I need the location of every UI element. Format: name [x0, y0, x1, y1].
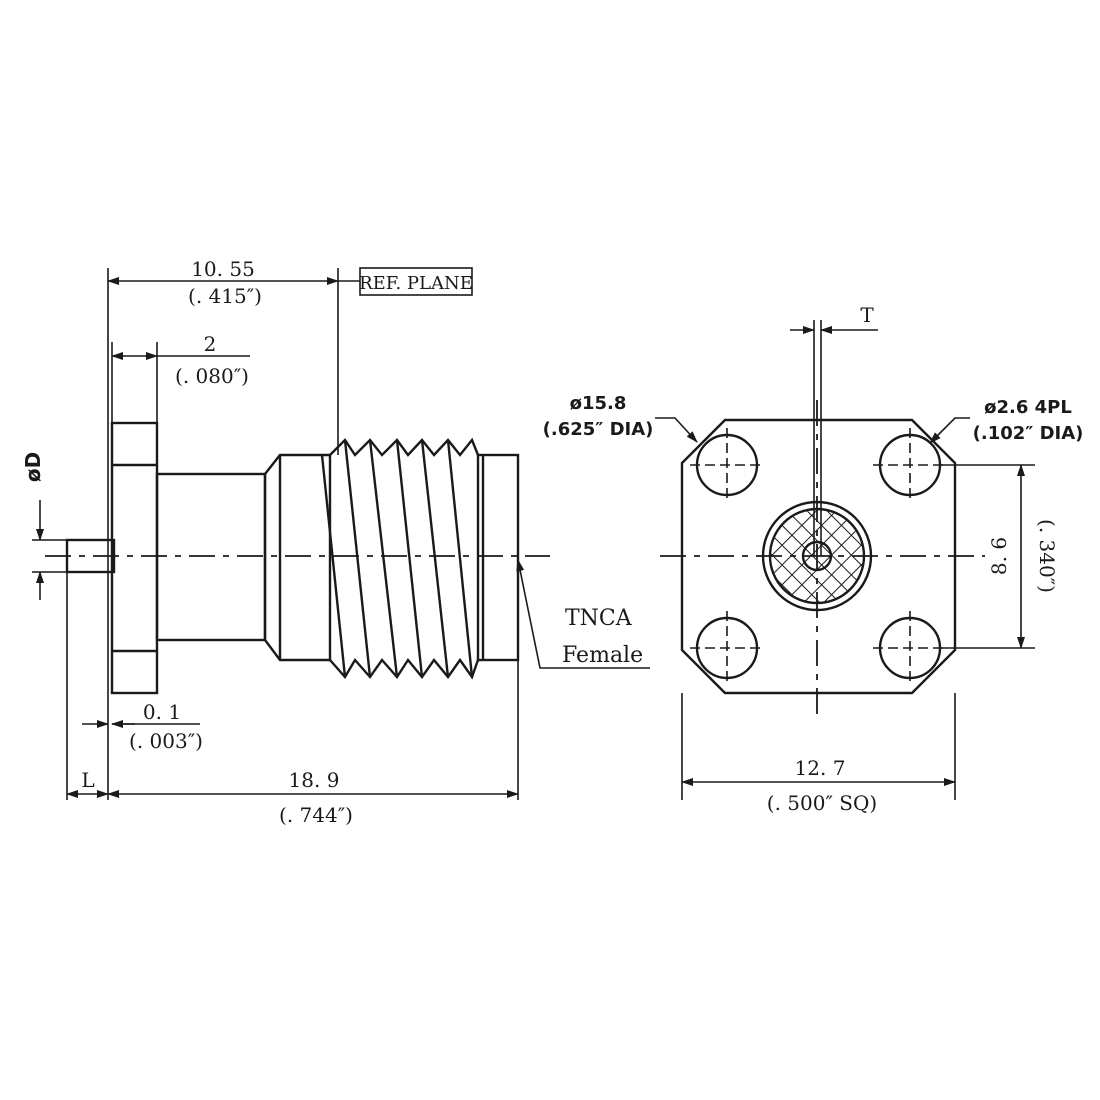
flange-dia-inch: (.625″ DIA) [543, 419, 654, 440]
hole-spacing-mm: 8. 6 [987, 537, 1011, 575]
hole-dia-inch: (.102″ DIA) [973, 423, 1084, 444]
dim-offset-inch: (. 003″) [129, 729, 203, 753]
label-length-l: L [81, 768, 94, 792]
square-size-mm: 12. 7 [795, 756, 846, 780]
label-t: T [860, 303, 874, 327]
dim-flange-mm: 2 [204, 332, 217, 356]
dim-length-mm: 18. 9 [289, 768, 340, 792]
center-contact [761, 500, 873, 612]
square-size-inch: (. 500″ SQ) [767, 791, 877, 815]
ref-plane-label: REF. PLANE [359, 273, 473, 294]
dim-offset-mm: 0. 1 [143, 700, 181, 724]
hole-dia-mm: ø2.6 4PL [984, 397, 1072, 418]
dim-flange-inch: (. 080″) [175, 364, 249, 388]
body-neck [155, 472, 267, 642]
shoulder [263, 453, 332, 662]
square-flange [680, 418, 957, 695]
product-name-line2: Female [562, 643, 643, 668]
flange [110, 421, 159, 695]
label-diameter-d: øD [21, 452, 45, 482]
flange-dia-mm: ø15.8 [570, 393, 627, 414]
front-view: T ø15.8 (.625″ DIA) ø2.6 4PL (.102″ DIA)… [543, 303, 1084, 815]
thread [320, 437, 480, 680]
dim-total-depth-inch: (. 415″) [188, 284, 262, 308]
front-nose [476, 453, 520, 662]
side-view: 10. 55 (. 415″) REF. PLANE 2 (. 080″) øD… [21, 257, 650, 827]
dim-length-inch: (. 744″) [279, 803, 353, 827]
hole-spacing-inch: (. 340″) [1035, 519, 1059, 593]
dim-total-depth-mm: 10. 55 [191, 257, 255, 281]
product-name-line1: TNCA [565, 606, 633, 631]
center-pin [65, 538, 116, 574]
